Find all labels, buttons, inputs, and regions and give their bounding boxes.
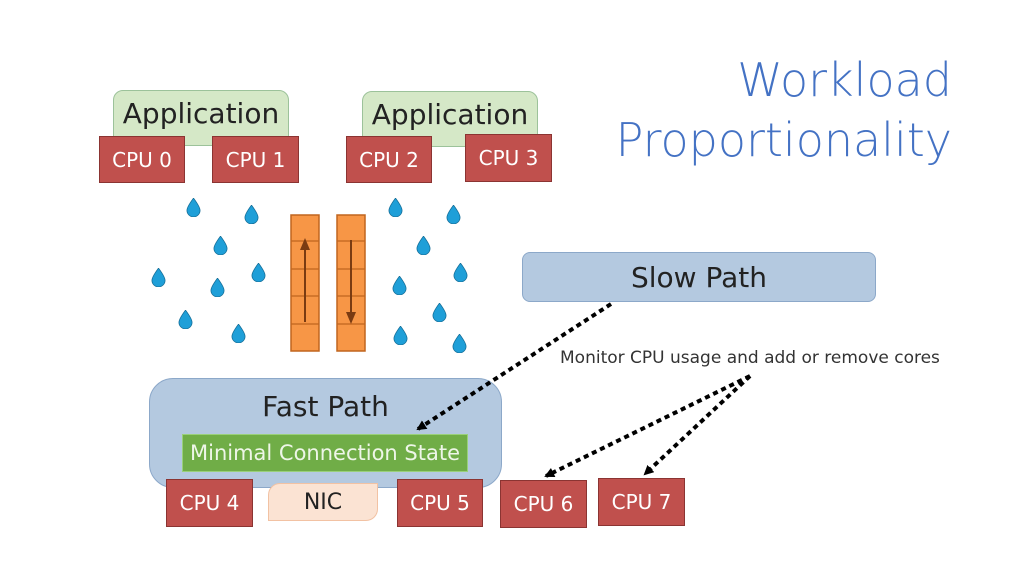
nic-label: NIC (303, 489, 343, 515)
monitor-to-cpu7-arrow (643, 374, 752, 476)
page-title: Workload Proportionality (560, 50, 952, 170)
slow-to-fast-arrow (416, 302, 613, 431)
minimal-connection-state: Minimal Connection State (182, 434, 468, 472)
cpu-3: CPU 3 (465, 134, 552, 182)
title-line-1: Workload (737, 53, 952, 107)
application-label: Application (122, 97, 280, 130)
fast-path-label: Fast Path (262, 390, 389, 423)
droplet-icon (393, 326, 408, 345)
cpu-4: CPU 4 (166, 479, 253, 527)
queue-up (290, 214, 320, 352)
droplet-icon (392, 276, 407, 295)
cpu-0: CPU 0 (99, 136, 185, 183)
droplet-icon (416, 236, 431, 255)
droplet-icon (432, 303, 447, 322)
droplet-icon (210, 278, 225, 297)
application-label: Application (371, 98, 529, 131)
droplet-icon (151, 268, 166, 287)
queue-down (336, 214, 366, 352)
droplet-icon (446, 205, 461, 224)
monitor-to-cpu6-arrow (544, 374, 751, 478)
cpu-1: CPU 1 (212, 136, 299, 183)
droplet-icon (186, 198, 201, 217)
slow-path-label: Slow Path (631, 260, 767, 294)
cpu-5: CPU 5 (397, 479, 483, 527)
slow-path-box: Slow Path (522, 252, 876, 302)
arrow-up-icon (300, 238, 310, 322)
droplet-icon (213, 236, 228, 255)
arrow-down-icon (346, 240, 356, 324)
droplet-icon (178, 310, 193, 329)
droplet-icon (452, 334, 467, 353)
nic-box: NIC (268, 483, 378, 521)
cpu-6: CPU 6 (500, 480, 587, 528)
droplet-icon (453, 263, 468, 282)
title-line-2: Proportionality (615, 113, 952, 167)
cpu-2: CPU 2 (346, 136, 432, 183)
droplet-icon (231, 324, 246, 343)
cpu-7: CPU 7 (598, 478, 685, 526)
droplet-icon (251, 263, 266, 282)
monitor-note: Monitor CPU usage and add or remove core… (560, 348, 940, 368)
droplet-icon (388, 198, 403, 217)
droplet-icon (244, 205, 259, 224)
